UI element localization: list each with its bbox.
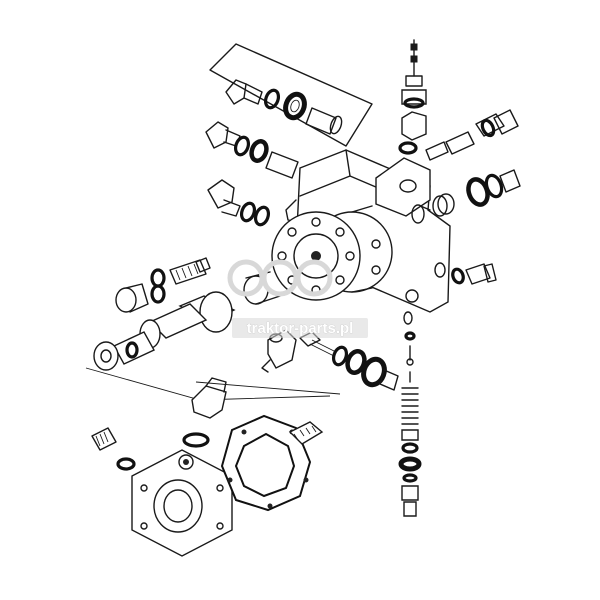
o-ring: [480, 118, 496, 138]
bottom-left-fitting: [91, 427, 136, 471]
lower-o-ring: [182, 432, 210, 448]
left-spring-assembly: [150, 257, 211, 288]
o-ring: [233, 135, 251, 157]
left-fitting-assembly: [207, 179, 271, 227]
drive-coupling: [288, 421, 324, 445]
top-valve-stack: [398, 39, 427, 155]
seal-ring: [253, 205, 271, 227]
right-side-fitting: [451, 263, 497, 285]
watermark-logo-icon: [227, 259, 333, 297]
watermark: traktor-parts.pl: [227, 259, 368, 338]
lower-valve-stack: [398, 311, 422, 517]
end-cover: [131, 449, 233, 557]
o-ring: [239, 201, 257, 223]
gasket: [220, 414, 312, 512]
right-plug-assembly: [437, 169, 521, 215]
inset-detail-box: [209, 43, 373, 147]
rotor-flange: [271, 205, 393, 301]
piston-parts: [93, 271, 281, 371]
left-plug: [115, 283, 166, 313]
sleeve: [265, 151, 299, 179]
compression-spring: [401, 387, 419, 425]
upper-left-plug-assembly: [205, 121, 299, 179]
valve-o-ring: [403, 97, 425, 109]
inset-sleeve: [305, 107, 343, 135]
inset-seal-ring: [283, 91, 307, 121]
o-ring: [484, 173, 504, 199]
center-valve-assembly: [299, 331, 399, 391]
watermark-text: traktor-parts.pl: [247, 320, 354, 337]
lower-elbow: [191, 377, 227, 419]
inset-o-ring: [263, 88, 281, 110]
upper-right-relief-valve: [425, 109, 519, 161]
seal-ring: [249, 139, 269, 163]
inset-bolt: [225, 79, 263, 105]
